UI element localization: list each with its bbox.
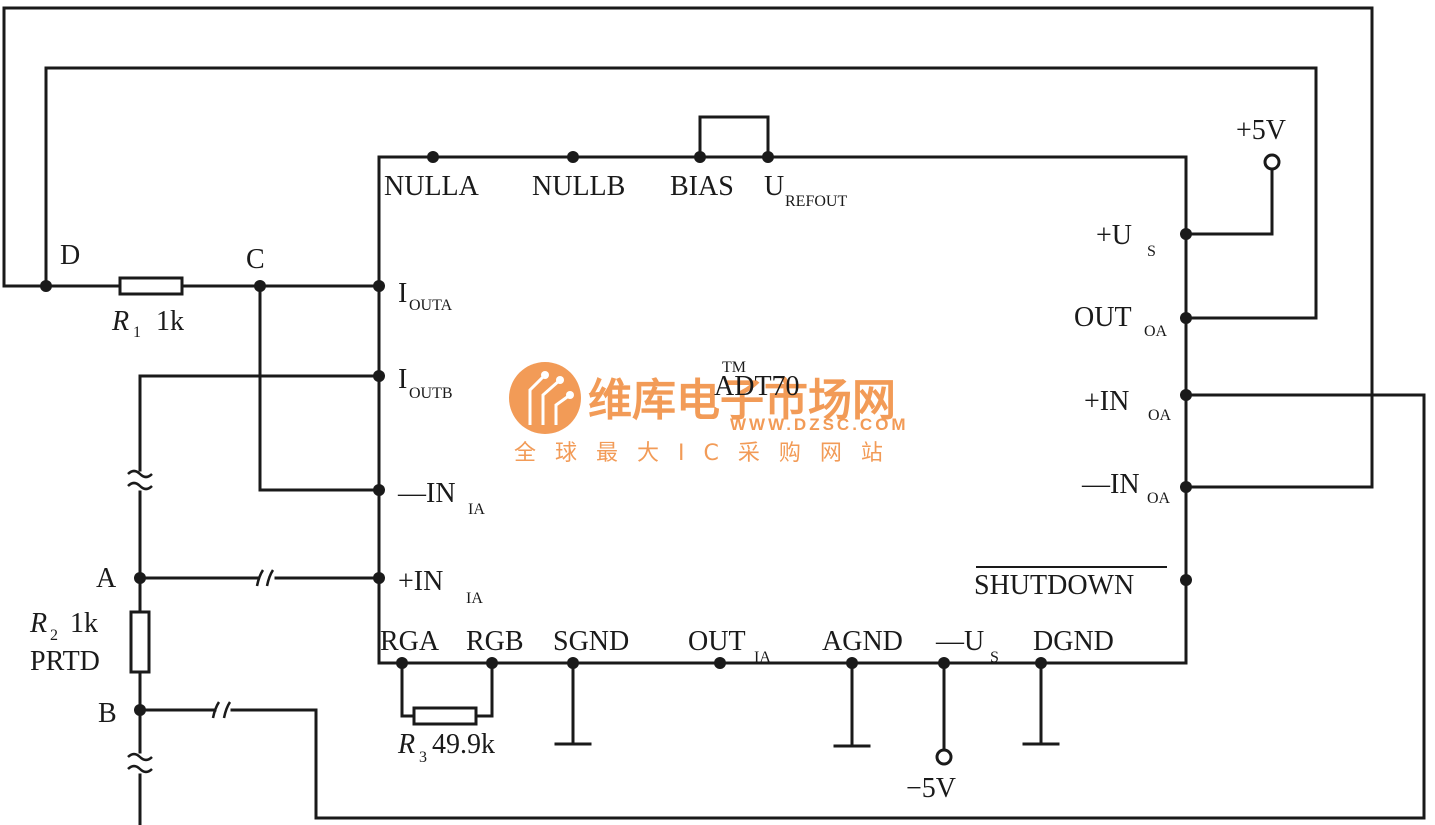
svg-text:I: I bbox=[398, 278, 407, 309]
junction-dots bbox=[40, 151, 1192, 716]
watermark-logo-icon bbox=[509, 362, 581, 434]
svg-text:IA: IA bbox=[466, 590, 483, 607]
node-c: C bbox=[246, 244, 265, 275]
pin-minus-in-oa: —IN OA bbox=[1081, 469, 1171, 507]
node-b: B bbox=[98, 698, 117, 729]
resistor-r2-prtd bbox=[129, 610, 151, 674]
svg-text:1k: 1k bbox=[70, 608, 98, 639]
svg-text:SHUTDOWN: SHUTDOWN bbox=[974, 570, 1134, 601]
svg-text:OUT: OUT bbox=[1074, 302, 1132, 333]
pin-urefout: U REFOUT bbox=[764, 171, 847, 210]
svg-text:OUTA: OUTA bbox=[409, 297, 453, 314]
pin-sgnd: SGND bbox=[553, 626, 629, 657]
pin-bias: BIAS bbox=[670, 171, 734, 202]
pin-ioutb: I OUTB bbox=[398, 364, 453, 402]
node-a: A bbox=[96, 563, 117, 594]
supply-pos-terminal bbox=[1263, 153, 1281, 171]
supply-pos-label: +5V bbox=[1236, 115, 1286, 146]
pin-plus-in-oa: +IN OA bbox=[1084, 386, 1172, 424]
label-r2: R 2 1k PRTD bbox=[29, 608, 100, 677]
svg-text:—IN: —IN bbox=[397, 478, 456, 509]
svg-text:+U: +U bbox=[1096, 220, 1132, 251]
pin-rga: RGA bbox=[380, 626, 440, 657]
svg-text:R: R bbox=[29, 608, 47, 639]
label-r3: R 3 49.9k bbox=[397, 729, 495, 766]
pin-iouta: I OUTA bbox=[398, 278, 453, 314]
pin-nulla: NULLA bbox=[384, 171, 480, 202]
pin-minus-in-ia: —IN IA bbox=[397, 478, 485, 518]
svg-text:+IN: +IN bbox=[1084, 386, 1129, 417]
svg-text:1k: 1k bbox=[156, 306, 184, 337]
svg-text:3: 3 bbox=[419, 749, 427, 766]
svg-text:U: U bbox=[764, 171, 784, 202]
pin-plus-in-ia: +IN IA bbox=[398, 566, 483, 607]
watermark-brand: 维库电子市场网 bbox=[588, 375, 896, 426]
pin-out-ia: OUT IA bbox=[688, 626, 771, 666]
svg-text:OUTB: OUTB bbox=[409, 385, 453, 402]
chip-name: ADT70 bbox=[714, 371, 800, 402]
svg-text:R: R bbox=[397, 729, 415, 760]
supply-neg-terminal bbox=[935, 748, 953, 766]
node-d: D bbox=[60, 240, 80, 271]
svg-text:S: S bbox=[1147, 243, 1156, 260]
svg-text:—U: —U bbox=[935, 626, 984, 657]
pin-agnd: AGND bbox=[822, 626, 903, 657]
svg-text:OA: OA bbox=[1148, 407, 1172, 424]
pin-out-oa: OUT OA bbox=[1074, 302, 1168, 340]
watermark: 维库电子市场网 WWW.DZSC.COM 全球最大IC采购网站 bbox=[509, 362, 909, 466]
supply-neg-label: −5V bbox=[906, 773, 956, 804]
svg-text:REFOUT: REFOUT bbox=[785, 193, 847, 210]
pin-nullb: NULLB bbox=[532, 171, 625, 202]
label-r1: R 1 1k bbox=[111, 306, 184, 341]
chip-tm: TM bbox=[722, 359, 746, 376]
break-marks bbox=[127, 469, 275, 774]
watermark-url: WWW.DZSC.COM bbox=[730, 415, 909, 434]
svg-text:PRTD: PRTD bbox=[30, 646, 100, 677]
pin-minus-us: —U S bbox=[935, 626, 999, 666]
resistor-r1 bbox=[118, 276, 184, 296]
resistor-r3 bbox=[412, 706, 478, 726]
pin-rgb: RGB bbox=[466, 626, 524, 657]
svg-text:OUT: OUT bbox=[688, 626, 746, 657]
svg-text:—IN: —IN bbox=[1081, 469, 1140, 500]
chip-body bbox=[377, 155, 1188, 665]
pin-dgnd: DGND bbox=[1033, 626, 1114, 657]
wires bbox=[2, 6, 1426, 825]
svg-text:OA: OA bbox=[1144, 323, 1168, 340]
watermark-slogan: 全球最大IC采购网站 bbox=[514, 441, 902, 466]
pin-plus-us: +U S bbox=[1096, 220, 1156, 260]
svg-text:+IN: +IN bbox=[398, 566, 443, 597]
svg-text:IA: IA bbox=[754, 649, 771, 666]
svg-text:S: S bbox=[990, 649, 999, 666]
svg-text:2: 2 bbox=[50, 627, 58, 644]
svg-text:R: R bbox=[111, 306, 129, 337]
svg-text:49.9k: 49.9k bbox=[432, 729, 495, 760]
svg-text:1: 1 bbox=[133, 324, 141, 341]
svg-text:IA: IA bbox=[468, 501, 485, 518]
svg-text:I: I bbox=[398, 364, 407, 395]
svg-text:OA: OA bbox=[1147, 490, 1171, 507]
pin-shutdown: SHUTDOWN bbox=[974, 566, 1167, 601]
